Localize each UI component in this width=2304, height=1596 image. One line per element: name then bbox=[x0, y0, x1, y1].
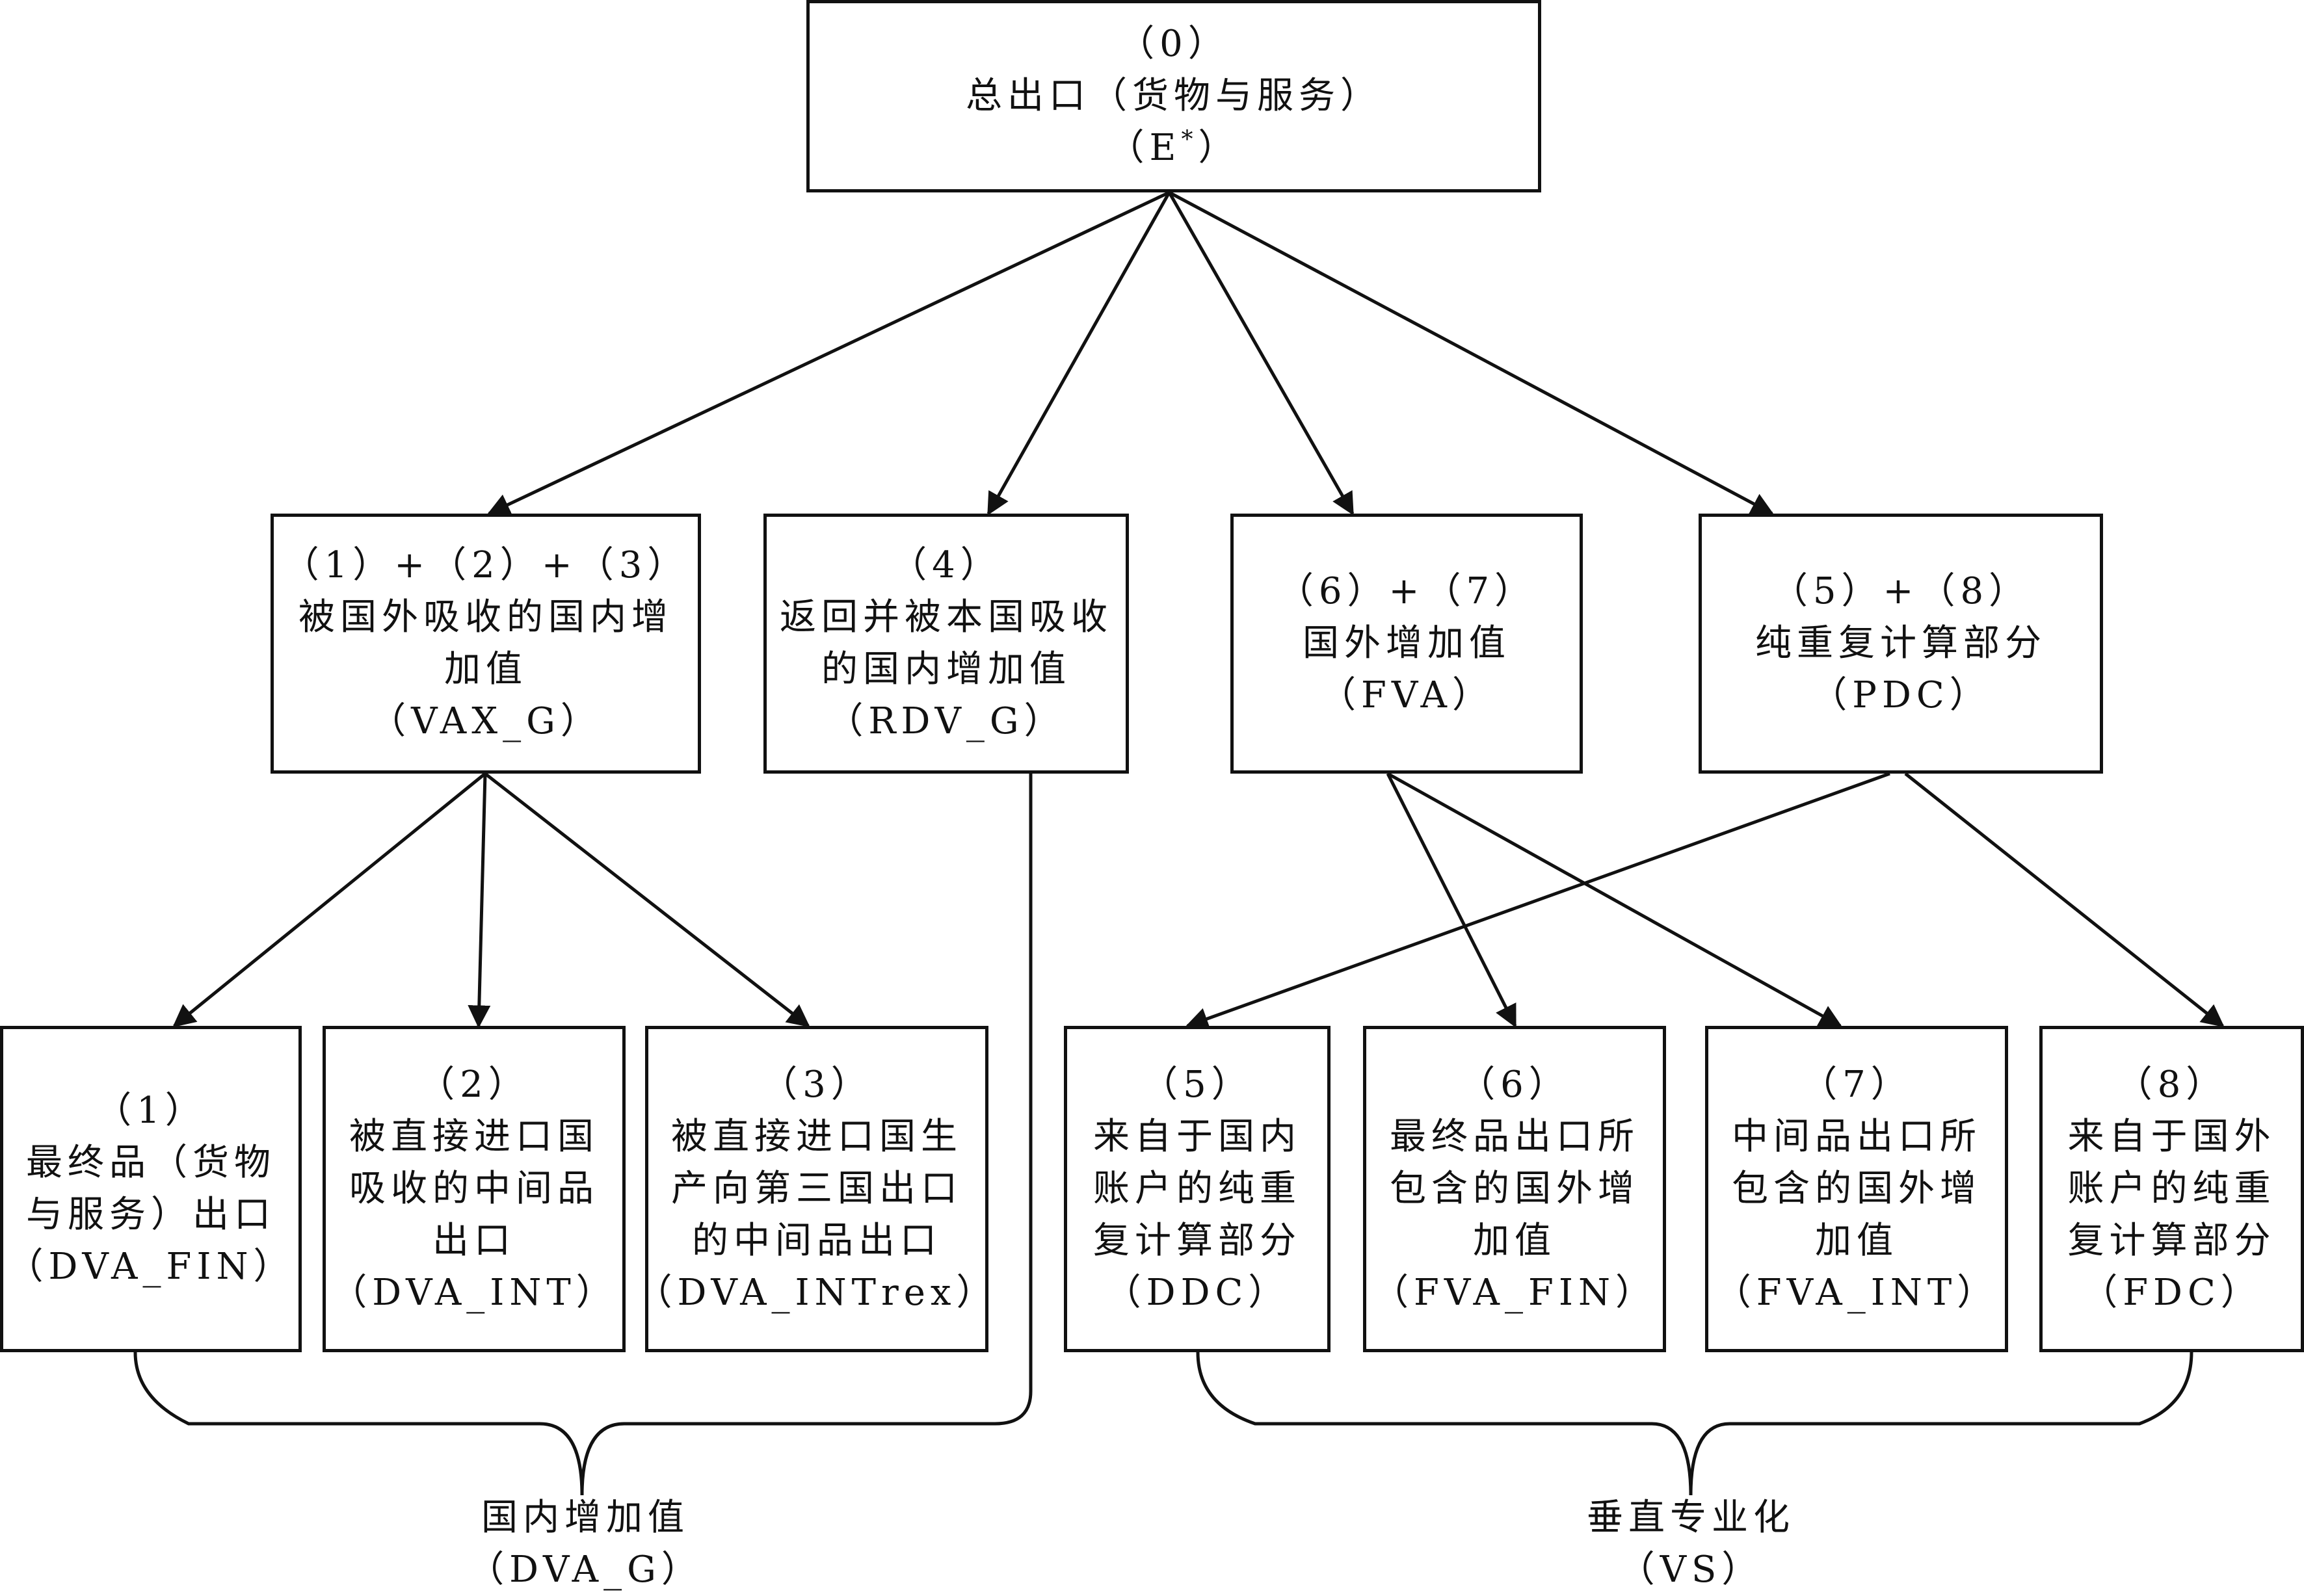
fdc-line3: 复计算部分 bbox=[2067, 1220, 2276, 1262]
vs-brace bbox=[1196, 1352, 2193, 1496]
fva-int-line2: 包含的国外增 bbox=[1732, 1168, 1981, 1210]
dva-intrex-line3: 的中间品出口 bbox=[692, 1220, 942, 1262]
pdc-number: （5）+（8） bbox=[1771, 570, 2031, 612]
ddc-line3: 复计算部分 bbox=[1093, 1220, 1301, 1262]
arrow-fva-to-fva-fin bbox=[1386, 772, 1517, 1028]
vs-code: （VS） bbox=[1618, 1549, 1764, 1591]
box-dva-fin: （1） 最终品（货物 与服务）出口 （DVA_FIN） bbox=[0, 1026, 302, 1352]
dva-g-label: 国内增加值 bbox=[481, 1497, 689, 1539]
dva-intrex-code: （DVA_INTrex） bbox=[635, 1272, 998, 1314]
arrow-pdc-to-fdc bbox=[1904, 772, 2225, 1028]
rdv-connector-line bbox=[994, 774, 1033, 1426]
rdv-g-line1: 返回并被本国吸收 bbox=[780, 596, 1113, 638]
dva-int-code: （DVA_INT） bbox=[330, 1272, 618, 1314]
pdc-line1: 纯重复计算部分 bbox=[1755, 622, 2046, 664]
arrow-vax-to-dva-fin bbox=[172, 772, 486, 1028]
vs-label: 垂直专业化 bbox=[1587, 1497, 1795, 1539]
fva-fin-number: （6） bbox=[1459, 1064, 1570, 1106]
box-dva-int: （2） 被直接进口国 吸收的中间品 出口 （DVA_INT） bbox=[323, 1026, 626, 1352]
group-label-dva-g: 国内增加值 （DVA_G） bbox=[390, 1492, 780, 1596]
dva-int-line3: 出口 bbox=[432, 1220, 516, 1262]
dva-g-code: （DVA_G） bbox=[468, 1549, 703, 1591]
root-title: 总出口（货物与服务） bbox=[966, 75, 1382, 117]
vax-g-number: （1）+（2）+（3） bbox=[282, 544, 689, 586]
vax-g-line1: 被国外吸收的国内增 bbox=[298, 596, 673, 638]
dva-int-number: （2） bbox=[418, 1064, 530, 1106]
box-rdv-g: （4） 返回并被本国吸收 的国内增加值 （RDV_G） bbox=[763, 514, 1129, 774]
fva-int-number: （7） bbox=[1801, 1064, 1913, 1106]
fdc-line1: 来自于国外 bbox=[2067, 1116, 2276, 1158]
vax-g-line2: 加值 bbox=[444, 648, 527, 690]
arrow-root-to-vax bbox=[486, 190, 1171, 516]
ddc-line1: 来自于国内 bbox=[1093, 1116, 1301, 1158]
dva-intrex-line2: 产向第三国出口 bbox=[671, 1168, 962, 1210]
root-number: （0） bbox=[1118, 23, 1230, 65]
fva-int-line1: 中间品出口所 bbox=[1732, 1116, 1981, 1158]
dva-intrex-line1: 被直接进口国生 bbox=[671, 1116, 962, 1158]
arrow-root-to-rdv bbox=[986, 191, 1171, 516]
fdc-number: （8） bbox=[2115, 1064, 2228, 1106]
fva-fin-line2: 包含的国外增 bbox=[1390, 1168, 1639, 1210]
fdc-line2: 账户的纯重 bbox=[2067, 1168, 2276, 1210]
box-dva-intrex: （3） 被直接进口国生 产向第三国出口 的中间品出口 （DVA_INTrex） bbox=[636, 1026, 992, 1352]
fva-fin-line3: 加值 bbox=[1473, 1220, 1556, 1262]
rdv-g-line2: 的国内增加值 bbox=[821, 648, 1071, 690]
fva-line1: 国外增加值 bbox=[1303, 622, 1511, 664]
dva-fin-line2: 与服务）出口 bbox=[26, 1194, 276, 1236]
box-vax-g: （1）+（2）+（3） 被国外吸收的国内增 加值 （VAX_G） bbox=[271, 514, 701, 774]
dva-fin-line1: 最终品（货物 bbox=[26, 1142, 276, 1184]
ddc-code: （DDC） bbox=[1104, 1272, 1290, 1314]
box-ddc: （5） 来自于国内 账户的纯重 复计算部分 （DDC） bbox=[1064, 1026, 1331, 1352]
pdc-code: （PDC） bbox=[1810, 674, 1991, 716]
box-pdc: （5）+（8） 纯重复计算部分 （PDC） bbox=[1699, 514, 2103, 774]
arrow-pdc-to-ddc bbox=[1185, 772, 1890, 1030]
arrow-fva-to-fva-int bbox=[1386, 772, 1843, 1028]
root-box-total-exports: （0） 总出口（货物与服务） （E*） bbox=[806, 0, 1541, 192]
fva-code: （FVA） bbox=[1319, 674, 1494, 716]
vax-g-code: （VAX_G） bbox=[369, 700, 602, 742]
dva-fin-code: （DVA_FIN） bbox=[7, 1246, 295, 1288]
rdv-g-number: （4） bbox=[890, 544, 1002, 586]
rdv-g-code: （RDV_G） bbox=[827, 700, 1066, 742]
dva-int-line2: 吸收的中间品 bbox=[349, 1168, 599, 1210]
fva-fin-code: （FVA_FIN） bbox=[1372, 1272, 1657, 1314]
ddc-line2: 账户的纯重 bbox=[1093, 1168, 1301, 1210]
ddc-number: （5） bbox=[1141, 1064, 1253, 1106]
arrow-vax-to-dva-int bbox=[468, 773, 491, 1028]
arrow-root-to-fva bbox=[1167, 191, 1355, 516]
box-fva-int: （7） 中间品出口所 包含的国外增 加值 （FVA_INT） bbox=[1705, 1026, 2008, 1352]
box-fva: （6）+（7） 国外增加值 （FVA） bbox=[1230, 514, 1583, 774]
dva-g-brace bbox=[133, 1352, 995, 1496]
box-fdc: （8） 来自于国外 账户的纯重 复计算部分 （FDC） bbox=[2039, 1026, 2304, 1352]
fdc-code: （FDC） bbox=[2081, 1272, 2262, 1314]
fva-number: （6）+（7） bbox=[1277, 570, 1537, 612]
dva-intrex-number: （3） bbox=[761, 1064, 873, 1106]
box-fva-fin: （6） 最终品出口所 包含的国外增 加值 （FVA_FIN） bbox=[1363, 1026, 1666, 1352]
fva-int-code: （FVA_INT） bbox=[1714, 1272, 1999, 1314]
fva-int-line3: 加值 bbox=[1815, 1220, 1898, 1262]
root-code: （E*） bbox=[1107, 126, 1240, 169]
arrow-vax-to-dva-intrex bbox=[484, 772, 810, 1028]
arrow-root-to-pdc bbox=[1168, 190, 1775, 516]
group-label-vs: 垂直专业化 （VS） bbox=[1496, 1492, 1886, 1596]
dva-int-line1: 被直接进口国 bbox=[349, 1116, 599, 1158]
dva-fin-number: （1） bbox=[95, 1090, 207, 1132]
fva-fin-line1: 最终品出口所 bbox=[1390, 1116, 1639, 1158]
